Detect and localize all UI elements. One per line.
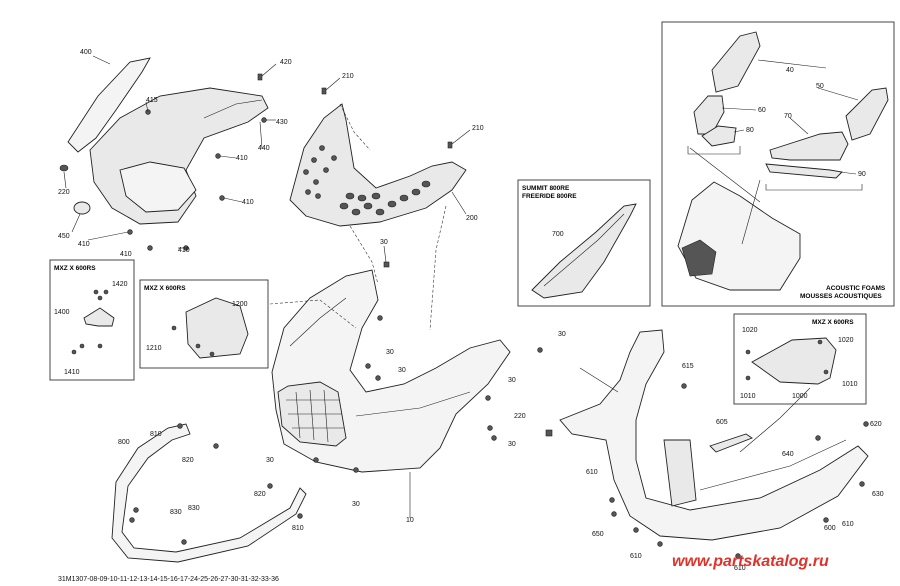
callout-220[interactable]: 220 xyxy=(514,413,526,420)
callout-820[interactable]: 820 xyxy=(254,491,266,498)
foam-80[interactable] xyxy=(701,125,737,147)
callout-50[interactable]: 50 xyxy=(816,83,824,90)
callout-30[interactable]: 30 xyxy=(558,331,566,338)
callout-30[interactable]: 30 xyxy=(508,377,516,384)
foam-50[interactable] xyxy=(845,87,889,141)
callout-1010[interactable]: 1010 xyxy=(740,393,756,400)
callout-90[interactable]: 90 xyxy=(858,171,866,178)
side-panel-600[interactable] xyxy=(559,329,869,541)
callout-30[interactable]: 30 xyxy=(266,457,274,464)
foam-60[interactable] xyxy=(693,95,725,135)
callout-640[interactable]: 640 xyxy=(782,451,794,458)
callout-700[interactable]: 700 xyxy=(552,231,564,238)
callout-410[interactable]: 410 xyxy=(178,247,190,254)
foam-70[interactable] xyxy=(769,131,849,161)
box-title-acoustic-1: ACOUSTIC FOAMS xyxy=(826,285,886,292)
deflector-700[interactable] xyxy=(531,203,637,299)
callout-30[interactable]: 30 xyxy=(398,367,406,374)
bracket-1400[interactable] xyxy=(83,307,115,327)
callout-410[interactable]: 410 xyxy=(120,251,132,258)
grommet-450[interactable] xyxy=(73,201,91,215)
drawing-number: 31M1307-08-09-10-11-12-13-14-15-16-17-24… xyxy=(58,576,279,583)
callout-410[interactable]: 410 xyxy=(236,155,248,162)
callout-430[interactable]: 430 xyxy=(276,119,288,126)
cover-1000[interactable] xyxy=(751,337,837,385)
box-title-mxz-mid: MXZ X 600RS xyxy=(144,285,186,292)
bumper-800[interactable] xyxy=(111,423,307,563)
box-title-mxz-right: MXZ X 600RS xyxy=(812,319,854,326)
box-title-summit-1: SUMMIT 800RE xyxy=(522,185,570,192)
callout-1420[interactable]: 1420 xyxy=(112,281,128,288)
callout-415[interactable]: 415 xyxy=(146,97,158,104)
callout-410[interactable]: 410 xyxy=(78,241,90,248)
callout-450[interactable]: 450 xyxy=(58,233,70,240)
callout-420[interactable]: 420 xyxy=(280,59,292,66)
callout-600[interactable]: 600 xyxy=(824,525,836,532)
callout-labels: 400 415 220 450 410 410 410 410 410 440 … xyxy=(54,49,884,572)
callout-1010[interactable]: 1010 xyxy=(842,381,858,388)
callout-400[interactable]: 400 xyxy=(80,49,92,56)
box-acoustic xyxy=(661,21,895,307)
callout-1410[interactable]: 1410 xyxy=(64,369,80,376)
callout-1000[interactable]: 1000 xyxy=(792,393,808,400)
callout-650[interactable]: 650 xyxy=(592,531,604,538)
bracket-400[interactable] xyxy=(67,57,269,225)
callout-830[interactable]: 830 xyxy=(170,509,182,516)
leader-lines xyxy=(63,55,863,518)
callout-440[interactable]: 440 xyxy=(258,145,270,152)
callout-200[interactable]: 200 xyxy=(466,215,478,222)
callout-30[interactable]: 30 xyxy=(352,501,360,508)
callout-70[interactable]: 70 xyxy=(784,113,792,120)
box-summit xyxy=(517,179,651,307)
callout-615[interactable]: 615 xyxy=(682,363,694,370)
box-mxz-mid xyxy=(139,279,269,369)
box-title-mxz-left: MXZ X 600RS xyxy=(54,265,96,272)
box-title-summit-2: FREERIDE 800RE xyxy=(522,193,577,200)
callout-1200[interactable]: 1200 xyxy=(232,301,248,308)
bottom-pan-10[interactable] xyxy=(271,269,511,473)
callout-810[interactable]: 810 xyxy=(292,525,304,532)
callout-610[interactable]: 610 xyxy=(630,553,642,560)
callout-410[interactable]: 410 xyxy=(242,199,254,206)
foam-90[interactable] xyxy=(765,163,843,179)
fasteners xyxy=(71,73,869,559)
callout-80[interactable]: 80 xyxy=(746,127,754,134)
callout-1210[interactable]: 1210 xyxy=(146,345,162,352)
foam-40[interactable] xyxy=(711,31,761,93)
callout-1020[interactable]: 1020 xyxy=(838,337,854,344)
callout-610[interactable]: 610 xyxy=(734,565,746,572)
callout-30[interactable]: 30 xyxy=(380,239,388,246)
callout-610[interactable]: 610 xyxy=(586,469,598,476)
callout-60[interactable]: 60 xyxy=(758,107,766,114)
box-mxz-left xyxy=(49,259,135,381)
mesh-panel-200[interactable] xyxy=(289,103,467,227)
hood-assembly-preview xyxy=(677,181,801,291)
box-title-acoustic-2: MOUSSES ACOUSTIQUES xyxy=(800,293,882,300)
box-mxz-right xyxy=(733,313,867,405)
callout-800[interactable]: 800 xyxy=(118,439,130,446)
callout-210[interactable]: 210 xyxy=(472,125,484,132)
callout-10[interactable]: 10 xyxy=(406,517,414,524)
callout-605[interactable]: 605 xyxy=(716,419,728,426)
callout-820[interactable]: 820 xyxy=(182,457,194,464)
callout-630[interactable]: 630 xyxy=(872,491,884,498)
callout-30[interactable]: 30 xyxy=(508,441,516,448)
callout-40[interactable]: 40 xyxy=(786,67,794,74)
panel-1200[interactable] xyxy=(185,297,249,359)
callout-620[interactable]: 620 xyxy=(870,421,882,428)
bracket-605[interactable] xyxy=(709,433,753,453)
callout-30[interactable]: 30 xyxy=(386,349,394,356)
callout-810[interactable]: 810 xyxy=(150,431,162,438)
watermark-text: www.partskatalog.ru xyxy=(672,553,829,570)
callout-220[interactable]: 220 xyxy=(58,189,70,196)
callout-1400[interactable]: 1400 xyxy=(54,309,70,316)
callout-610[interactable]: 610 xyxy=(842,521,854,528)
callout-830[interactable]: 830 xyxy=(188,505,200,512)
bolt-220-left[interactable] xyxy=(59,164,69,172)
callout-210[interactable]: 210 xyxy=(342,73,354,80)
callout-1020[interactable]: 1020 xyxy=(742,327,758,334)
